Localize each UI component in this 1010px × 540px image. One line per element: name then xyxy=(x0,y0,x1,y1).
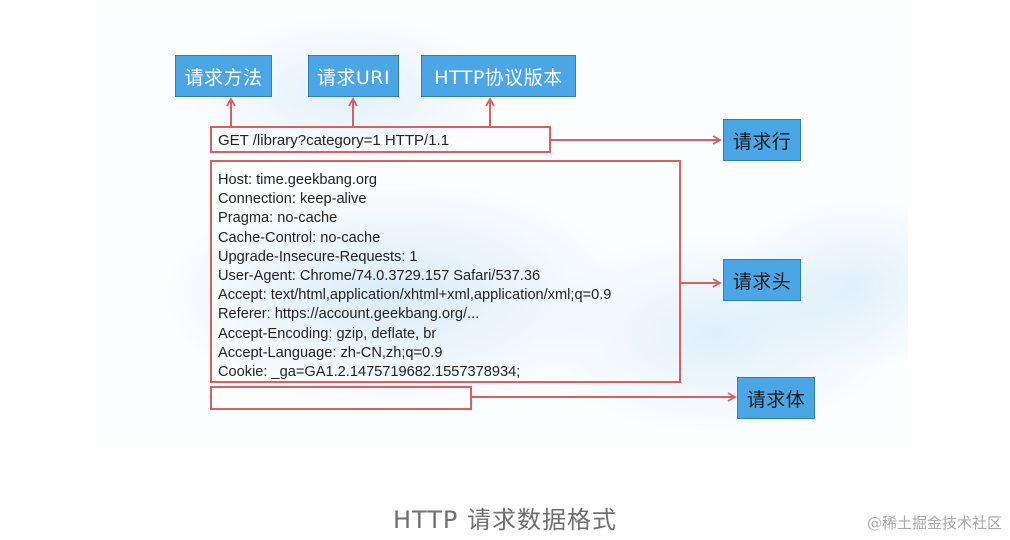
header-line: Connection: keep-alive xyxy=(218,191,367,208)
label-request-body-text: 请求体 xyxy=(746,388,806,411)
request-line-text: GET /library?category=1 HTTP/1.1 xyxy=(218,132,450,149)
label-request-method-text: 请求方法 xyxy=(184,66,263,89)
label-request-line: 请求行 xyxy=(723,119,801,161)
header-line: User-Agent: Chrome/74.0.3729.157 Safari/… xyxy=(218,268,541,285)
request-line-box xyxy=(210,126,551,153)
label-request-headers: 请求头 xyxy=(723,259,801,301)
label-request-uri-text: 请求URI xyxy=(316,66,391,89)
header-line: Host: time.geekbang.org xyxy=(218,172,377,188)
header-line: Upgrade-Insecure-Requests: 1 xyxy=(218,248,418,265)
label-request-headers-text: 请求头 xyxy=(732,270,792,293)
figure-caption: HTTP 请求数据格式 xyxy=(392,506,618,534)
label-request-uri: 请求URI xyxy=(308,55,399,97)
header-line: Cache-Control: no-cache xyxy=(218,229,381,246)
label-http-version-text: HTTP协议版本 xyxy=(434,66,563,89)
header-line: Cookie: _ga=GA1.2.1475719682.1557378934; xyxy=(218,364,521,381)
label-request-line-text: 请求行 xyxy=(732,130,792,153)
label-request-body: 请求体 xyxy=(737,377,815,419)
header-line: Accept: text/html,application/xhtml+xml,… xyxy=(218,287,612,304)
request-headers-list: Host: time.geekbang.org Connection: keep… xyxy=(218,171,611,382)
header-line: Referer: https://account.geekbang.org/..… xyxy=(218,306,480,323)
header-line: Accept-Language: zh-CN,zh;q=0.9 xyxy=(218,344,443,361)
watermark: @稀土掘金技术社区 xyxy=(866,514,1002,532)
header-line: Accept-Encoding: gzip, deflate, br xyxy=(218,325,437,342)
label-request-method: 请求方法 xyxy=(175,55,272,97)
label-http-version: HTTP协议版本 xyxy=(421,55,576,97)
request-body-box xyxy=(210,386,472,410)
header-line: Pragma: no-cache xyxy=(218,210,338,227)
request-headers-box xyxy=(210,160,681,383)
